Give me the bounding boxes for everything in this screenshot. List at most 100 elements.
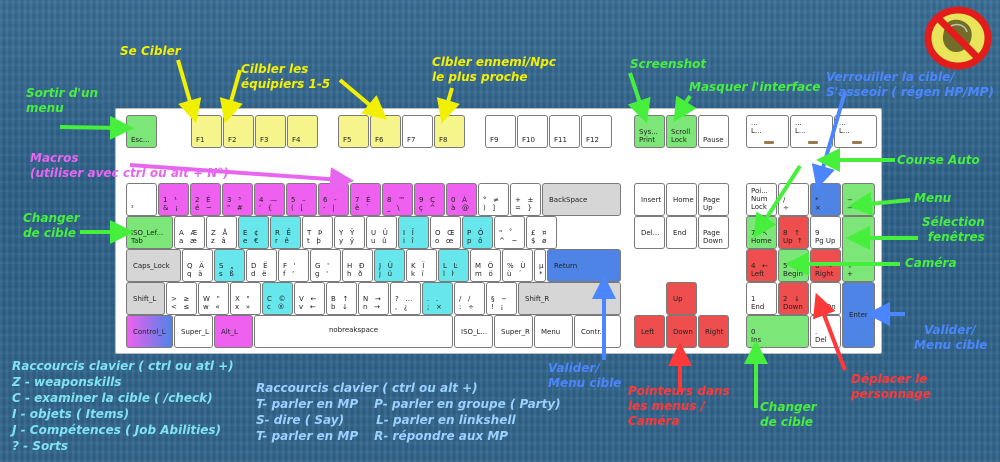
key-numlock[interactable]: Poi... Num Lock [746, 183, 777, 216]
key-esc[interactable]: Esc... [126, 115, 157, 148]
key-n-sup[interactable]: ² [126, 183, 157, 216]
key-tab[interactable]: ISO_Lef... Tab [126, 216, 173, 249]
key-down[interactable]: Down [666, 315, 697, 348]
key-z-lt[interactable]: > ≥ < ≤ [166, 282, 197, 315]
key-a-f[interactable]: F ' f ' [278, 249, 309, 282]
key-q-u[interactable]: U Û u û [366, 216, 397, 249]
key-n-9[interactable]: 9 Ç ç ^ [414, 183, 445, 216]
key-print[interactable]: Sys... Print [634, 115, 665, 148]
key-q-e[interactable]: E ¢ e € [238, 216, 269, 249]
key-del[interactable]: Del... [634, 216, 665, 249]
key-shiftl[interactable]: Shift_L [126, 282, 165, 315]
key-space[interactable]: nobreakspace [254, 315, 453, 348]
key-ctrll[interactable]: Control_L [126, 315, 173, 348]
key-f7[interactable]: F7 [402, 115, 433, 148]
key-home[interactable]: Home [666, 183, 697, 216]
key-a-m[interactable]: M Ö m ö [470, 249, 501, 282]
key-q-a[interactable]: A Æ a æ [174, 216, 205, 249]
key-altl[interactable]: Alt_L [214, 315, 253, 348]
key-shiftr[interactable]: Shift_R [518, 282, 621, 315]
key-n-7[interactable]: 7 È è ` [350, 183, 381, 216]
key-a-pct[interactable]: % Ù ù ´ [502, 249, 533, 282]
key-n-0[interactable]: 0 À à @ [446, 183, 477, 216]
key-a-h[interactable]: H Ð h ð [342, 249, 373, 282]
key-superr[interactable]: Super_R [494, 315, 533, 348]
key-f6[interactable]: F6 [370, 115, 401, 148]
key-kp6[interactable]: 6 → Right [810, 249, 841, 282]
key-n-1[interactable]: 1 ¹ & ¡ [158, 183, 189, 216]
key-iso[interactable]: ISO_L... [454, 315, 493, 348]
key-menu[interactable]: Menu [534, 315, 573, 348]
key-f5[interactable]: F5 [338, 115, 369, 148]
key-n-3[interactable]: 3 ³ " # [222, 183, 253, 216]
key-n-4[interactable]: 4 — ' { [254, 183, 285, 216]
key-n-5[interactable]: 5 – ( [ [286, 183, 317, 216]
key-f9[interactable]: F9 [485, 115, 516, 148]
key-f1[interactable]: F1 [191, 115, 222, 148]
key-a-j[interactable]: J Ü j ü [374, 249, 405, 282]
key-kp5[interactable]: 5 Begin [778, 249, 809, 282]
key-right[interactable]: Right [698, 315, 729, 348]
key-z-n[interactable]: N → n → [358, 282, 389, 315]
key-a-g[interactable]: G ' g ' [310, 249, 341, 282]
key-up[interactable]: Up [666, 282, 697, 315]
key-superl[interactable]: Super_L [174, 315, 213, 348]
key-z-w[interactable]: W " w « [198, 282, 229, 315]
key-a-k[interactable]: K Ï k ï [406, 249, 437, 282]
key-kp3[interactable]: 3 Pg Dn [810, 282, 841, 315]
key-kp-dot[interactable]: . Del [810, 315, 841, 348]
key-n-plus[interactable]: + ± = } [510, 183, 541, 216]
key-kp-minus[interactable]: − − [842, 183, 875, 216]
key-n-2[interactable]: 2 É é ~ [190, 183, 221, 216]
key-q-p[interactable]: P Ô p ô [462, 216, 493, 249]
key-q-o[interactable]: O Œ o œ [430, 216, 461, 249]
key-f11[interactable]: F11 [549, 115, 580, 148]
key-pgup[interactable]: Page Up [698, 183, 729, 216]
key-f10[interactable]: F10 [517, 115, 548, 148]
key-a-q[interactable]: Q Ä q ä [182, 249, 213, 282]
key-kp0[interactable]: 0 Ins [746, 315, 809, 348]
key-q-i[interactable]: I Î i î [398, 216, 429, 249]
key-kp-div[interactable]: / ÷ [778, 183, 809, 216]
key-end[interactable]: End [666, 216, 697, 249]
key-kp7[interactable]: 7 ↖ Home [746, 216, 777, 249]
key-z-x[interactable]: X " x » [230, 282, 261, 315]
key-backspace[interactable]: BackSpace [542, 183, 621, 216]
key-kp-plus[interactable]: + + [842, 216, 875, 282]
key-f3[interactable]: F3 [255, 115, 286, 148]
key-led2[interactable]: ... L... [790, 115, 833, 148]
key-left[interactable]: Left [634, 315, 665, 348]
key-kp-enter[interactable]: Enter [842, 282, 875, 348]
key-z-v[interactable]: V ← v ← [294, 282, 325, 315]
key-n-6[interactable]: 6 ‑ - | [318, 183, 349, 216]
key-z-b[interactable]: B ↑ b ↓ [326, 282, 357, 315]
key-f4[interactable]: F4 [287, 115, 318, 148]
key-q-t[interactable]: T Þ t þ [302, 216, 333, 249]
key-a-d[interactable]: D Ë d ë [246, 249, 277, 282]
key-scroll[interactable]: Scroll Lock [666, 115, 697, 148]
key-f12[interactable]: F12 [581, 115, 612, 148]
key-kp1[interactable]: 1 End [746, 282, 777, 315]
key-kp2[interactable]: 2 ↓ Down [778, 282, 809, 315]
key-q-y[interactable]: Y Ÿ y ÿ [334, 216, 365, 249]
key-kp8[interactable]: 8 ↑ Up ↑ [778, 216, 809, 249]
key-ret[interactable]: Return [547, 249, 621, 282]
key-a-mu[interactable]: µ ¯ * ` [534, 249, 546, 282]
key-q-dollar[interactable]: £ ¤ $ ø [526, 216, 557, 249]
key-caps[interactable]: Caps_Lock [126, 249, 181, 282]
key-led1[interactable]: ... L... [746, 115, 789, 148]
key-kp4[interactable]: 4 ← Left [746, 249, 777, 282]
key-z-c[interactable]: C © c ® [262, 282, 293, 315]
key-z-sec[interactable]: § − ! ¡ [486, 282, 517, 315]
key-led3[interactable]: ... L... [834, 115, 877, 148]
key-insert[interactable]: Insert [634, 183, 665, 216]
key-a-s[interactable]: S „ s ß [214, 249, 245, 282]
key-n-8[interactable]: 8 ™ _ \ [382, 183, 413, 216]
key-q-r[interactable]: R Ê r ê [270, 216, 301, 249]
key-f8[interactable]: F8 [434, 115, 465, 148]
key-z-dot[interactable]: . . ; × [422, 282, 453, 315]
key-pause[interactable]: Pause [698, 115, 729, 148]
key-q-circ[interactable]: " ˚ ^ ~ [494, 216, 525, 249]
key-kp9[interactable]: 9 Pg Up [810, 216, 841, 249]
key-a-l[interactable]: L Ŀ l ŀ [438, 249, 469, 282]
